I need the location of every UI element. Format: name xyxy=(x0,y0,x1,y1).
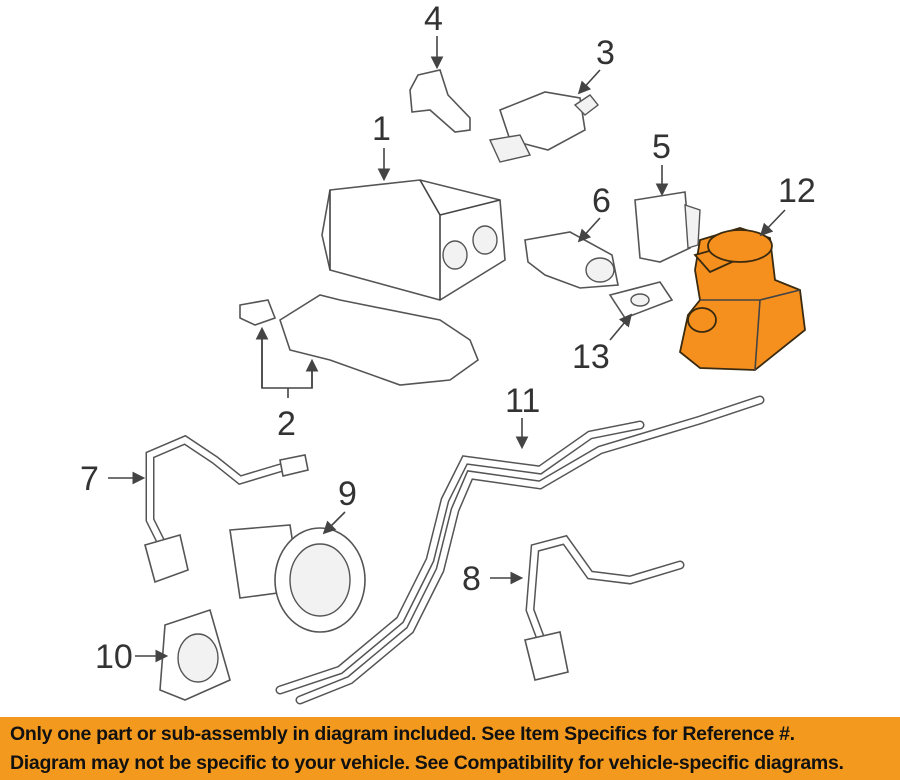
callout-5: 5 xyxy=(652,128,671,166)
callout-11: 11 xyxy=(505,382,540,420)
callout-10: 10 xyxy=(95,638,133,676)
part-1-canister: 1 xyxy=(321,110,506,301)
disclaimer-banner: Only one part or sub-assembly in diagram… xyxy=(0,717,900,780)
callout-3: 3 xyxy=(596,34,615,72)
part-8-oxygen-sensor: 8 xyxy=(462,534,685,681)
disclaimer-line-2: Diagram may not be specific to your vehi… xyxy=(10,751,844,774)
part-3-purge-valve: 3 xyxy=(488,34,615,163)
part-6-sensor: 6 xyxy=(524,182,619,289)
callout-9: 9 xyxy=(338,475,357,513)
callout-2: 2 xyxy=(277,405,296,443)
callout-8: 8 xyxy=(462,560,481,598)
disclaimer-line-1: Only one part or sub-assembly in diagram… xyxy=(10,722,795,745)
part-11-pipes: 11 xyxy=(275,382,765,705)
callout-12: 12 xyxy=(778,172,816,210)
parts-diagram: 4 3 1 2 6 5 xyxy=(80,0,816,705)
callout-6: 6 xyxy=(592,182,611,220)
callout-7: 7 xyxy=(80,460,99,498)
part-9-air-pump: 9 xyxy=(229,475,366,633)
callout-4: 4 xyxy=(424,0,443,38)
callout-1: 1 xyxy=(372,110,391,148)
part-2-canister-bracket: 2 xyxy=(239,294,479,443)
part-5-solenoid: 5 xyxy=(634,128,701,263)
part-7-oxygen-sensor: 7 xyxy=(80,434,309,584)
part-12-highlighted: 12 xyxy=(679,172,816,371)
part-4-bracket: 4 xyxy=(409,0,471,133)
part-13-gasket: 13 xyxy=(572,281,674,376)
part-10-bracket: 10 xyxy=(95,608,231,701)
callout-13: 13 xyxy=(572,338,610,376)
